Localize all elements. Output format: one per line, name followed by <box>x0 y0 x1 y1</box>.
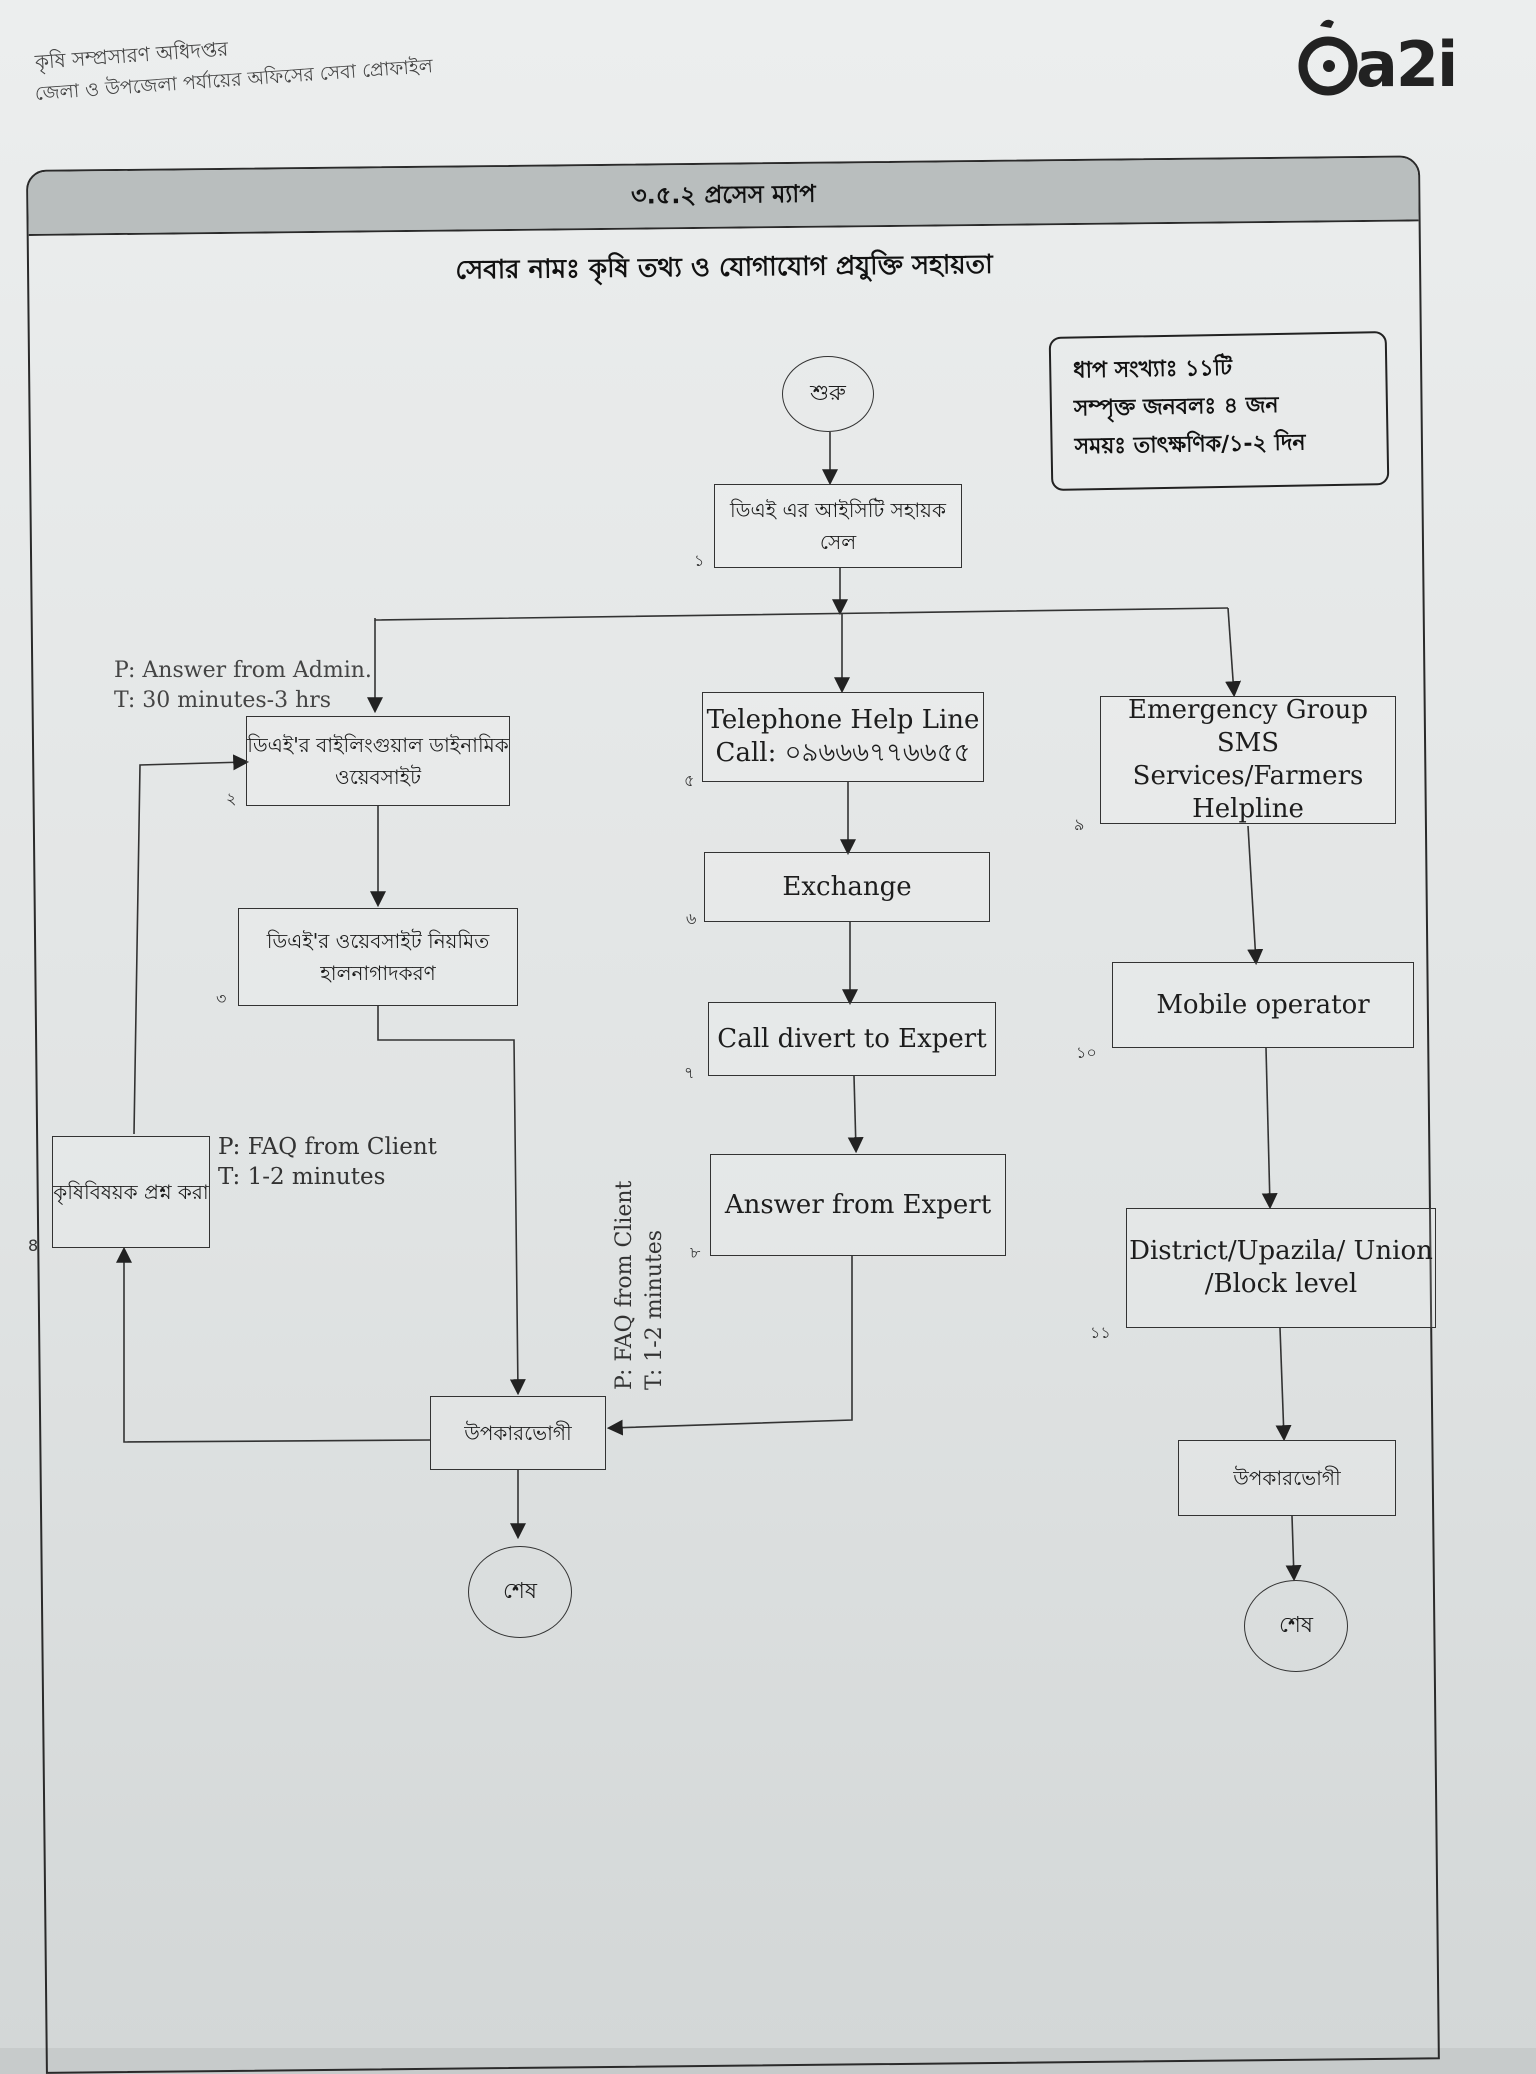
arrow-s7-s8 <box>847 1075 864 1154</box>
step-11-box: District/Upazila/ Union /Block level <box>1126 1208 1436 1328</box>
step-1-number: ১ <box>694 551 705 570</box>
step-8-number: ৮ <box>690 1243 701 1262</box>
arrow-s10-s11 <box>1261 1047 1278 1210</box>
step-6-number: ৬ <box>686 909 697 928</box>
note-admin-p: P: Answer from Admin. <box>114 658 372 683</box>
note-admin-t: T: 30 minutes-3 hrs <box>114 688 332 713</box>
note-vertical: P: FAQ from Client T: 1-2 minutes <box>610 1170 670 1390</box>
step-9-number: ৯ <box>1074 815 1085 834</box>
note-client-p: P: FAQ from Client <box>218 1134 437 1160</box>
end-node-left: শেষ <box>468 1546 572 1638</box>
arrow-s4-s2 <box>133 754 250 1135</box>
arrow-s11-ben <box>1275 1327 1292 1442</box>
end-node-right: শেষ <box>1244 1580 1348 1672</box>
step-7-box: Call divert to Expert <box>708 1002 996 1076</box>
step-9-box: Emergency Group SMS Services/Farmers Hel… <box>1100 695 1396 824</box>
beneficiary-right-box: উপকারভোগী <box>1178 1440 1396 1516</box>
note-client-t: T: 1-2 minutes <box>218 1164 386 1190</box>
arrow-s3-ben <box>377 1006 526 1396</box>
step-8-box: Answer from Expert <box>710 1154 1006 1256</box>
step-10-number: ১০ <box>1076 1043 1097 1062</box>
step-1-box: ডিএই এর আইসিটি সহায়ক সেল <box>714 484 962 568</box>
step-11-number: ১১ <box>1090 1323 1111 1342</box>
step-5-box: Telephone Help Line Call: ০৯৬৬৬৭৭৬৬৫৫ <box>702 692 984 782</box>
a2i-logo-icon <box>1298 19 1358 96</box>
note-vert-t: T: 1-2 minutes <box>642 1229 667 1390</box>
step-5-number: ৫ <box>684 771 695 790</box>
step-2-number: ২ <box>226 789 237 808</box>
step-4-number: 8 <box>28 1236 39 1255</box>
step-6-box: Exchange <box>704 852 990 922</box>
step-7-number: ৭ <box>684 1063 695 1082</box>
note-vert-p: P: FAQ from Client <box>612 1180 637 1390</box>
step-3-number: ৩ <box>216 989 227 1008</box>
logo-text: a2i <box>1356 28 1458 101</box>
beneficiary-left-box: উপকারভোগী <box>430 1396 606 1470</box>
start-node: শুরু <box>782 356 874 432</box>
arrow-s9-s10 <box>1247 825 1264 966</box>
arrow-s8-ben <box>606 1256 853 1436</box>
step-2-box: ডিএই'র বাইলিংগুয়াল ডাইনামিক ওয়েবসাইট <box>246 716 510 806</box>
split-line <box>374 607 1229 621</box>
step-3-box: ডিএই'র ওয়েবসাইট নিয়মিত হালনাগাদকরণ <box>238 908 518 1006</box>
arrow-ben-s4 <box>116 1246 431 1443</box>
arrow-split-s9 <box>1225 607 1242 698</box>
step-4-box: কৃষিবিষয়ক প্রশ্ন করা <box>52 1136 210 1248</box>
step-10-box: Mobile operator <box>1112 962 1414 1048</box>
arrow-ben-end-right <box>1285 1515 1302 1582</box>
